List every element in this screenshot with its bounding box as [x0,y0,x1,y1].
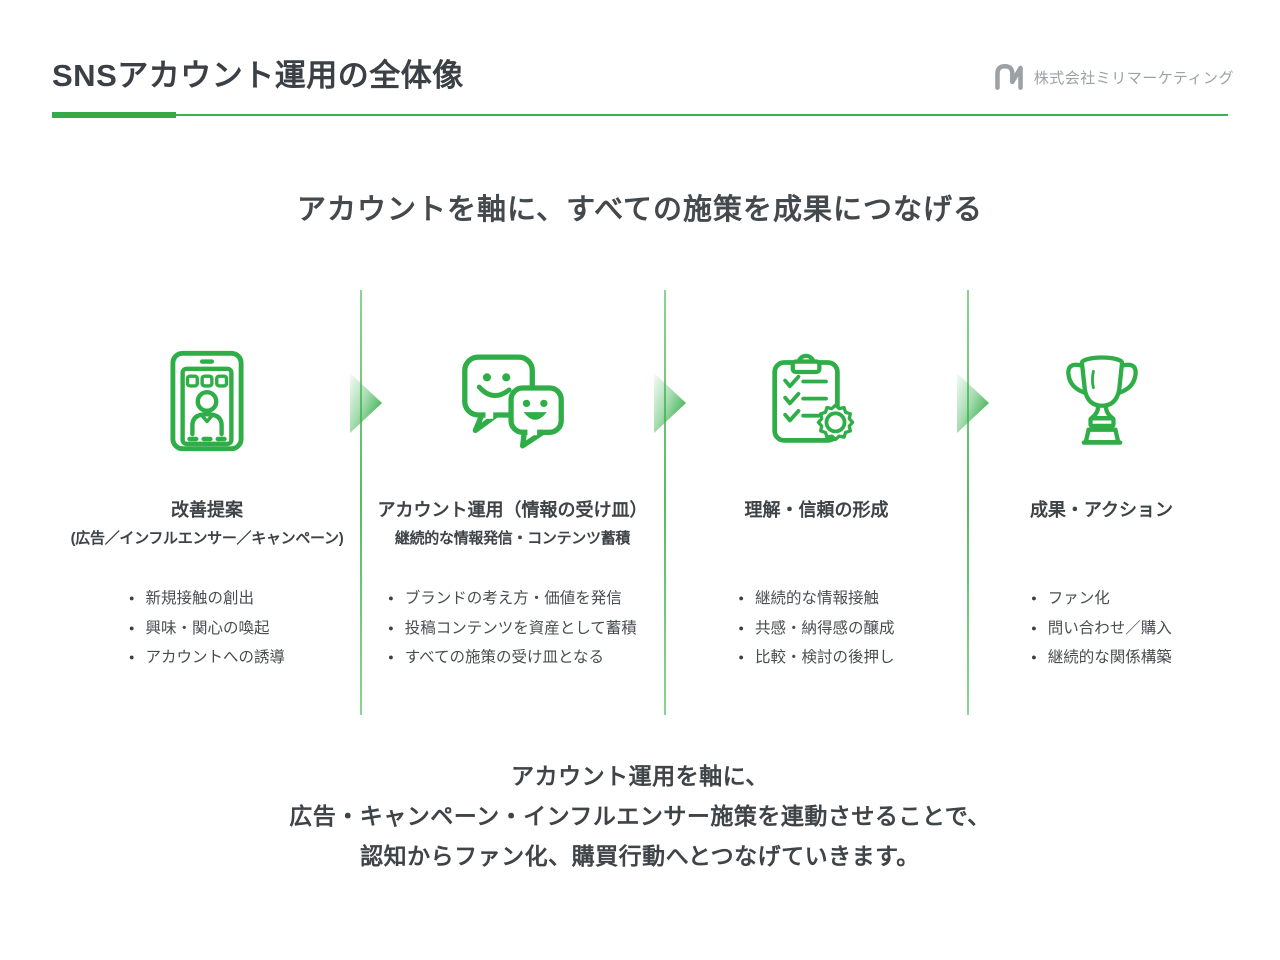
company-logo-icon [993,63,1025,91]
chat-bubbles-icon [459,351,567,450]
clipboard-check-badge-icon [769,353,864,448]
main-heading: アカウントを軸に、すべての施策を成果につなげる [297,194,983,226]
stage-column-improvement: 改善提案 (広告／インフルエンサー／キャンペーン) 新規接触の創出 興味・関心の… [54,290,360,715]
stage-title: 理解・信頼の形成 [744,500,889,520]
bullet-item: 投稿コンテンツを資産として蓄積 [388,614,637,644]
bullet-item: 興味・関心の喚起 [129,614,285,644]
bullet-item: 新規接触の創出 [129,584,285,614]
bullet-item: アカウントへの誘導 [129,643,285,673]
stage-subtitle: 継続的な情報発信・コンテンツ蓄積 [394,530,631,547]
stage-bullets: ブランドの考え方・価値を発信 投稿コンテンツを資産として蓄積 すべての施策の受け… [388,584,637,673]
summary-line: 認知からファン化、購買行動へとつなげていきます。 [360,843,920,869]
bullet-item: 共感・納得感の醸成 [739,614,895,644]
stage-bullets: 継続的な情報接触 共感・納得感の醸成 比較・検討の後押し [739,584,895,673]
stage-title: 改善提案 [171,500,243,520]
stage-bullets: ファン化 問い合わせ／購入 継続的な関係構築 [1031,584,1172,673]
bullet-item: 継続的な情報接触 [739,584,895,614]
summary-text: アカウント運用を軸に、 広告・キャンペーン・インフルエンサー施策を連動させること… [0,756,1280,876]
bullet-item: 継続的な関係構築 [1031,643,1172,673]
stage-column-trust: 理解・信頼の形成 継続的な情報接触 共感・納得感の醸成 比較・検討の後押し [666,290,967,715]
process-diagram: 改善提案 (広告／インフルエンサー／キャンペーン) 新規接触の創出 興味・関心の… [0,290,1280,715]
title-underline [52,112,1228,118]
bullet-item: ファン化 [1031,584,1171,614]
trophy-icon [1059,353,1145,449]
stage-title: 成果・アクション [1029,500,1174,520]
tablet-person-icon [169,350,245,452]
page-title: SNSアカウント運用の全体像 [52,58,464,93]
summary-line: 広告・キャンペーン・インフルエンサー施策を連動させることで、 [289,803,991,829]
bullet-item: ブランドの考え方・価値を発信 [388,584,636,614]
company-name: 株式会社ミリマーケティング [1033,69,1234,87]
bullet-item: 比較・検討の後押し [739,643,895,673]
stage-title: アカウント運用（情報の受け皿） [377,500,648,520]
title-underline-accent [52,112,176,118]
company-logo: 株式会社ミリマーケティング [993,60,1234,94]
stage-column-account-operation: アカウント運用（情報の受け皿） 継続的な情報発信・コンテンツ蓄積 ブランドの考え… [361,290,664,715]
summary-line: アカウント運用を軸に、 [511,763,769,789]
stage-column-results: 成果・アクション ファン化 問い合わせ／購入 継続的な関係構築 [969,290,1234,715]
stage-bullets: 新規接触の創出 興味・関心の喚起 アカウントへの誘導 [129,584,285,673]
bullet-item: すべての施策の受け皿となる [388,643,636,673]
bullet-item: 問い合わせ／購入 [1031,614,1172,644]
stage-subtitle: (広告／インフルエンサー／キャンペーン) [70,530,344,547]
